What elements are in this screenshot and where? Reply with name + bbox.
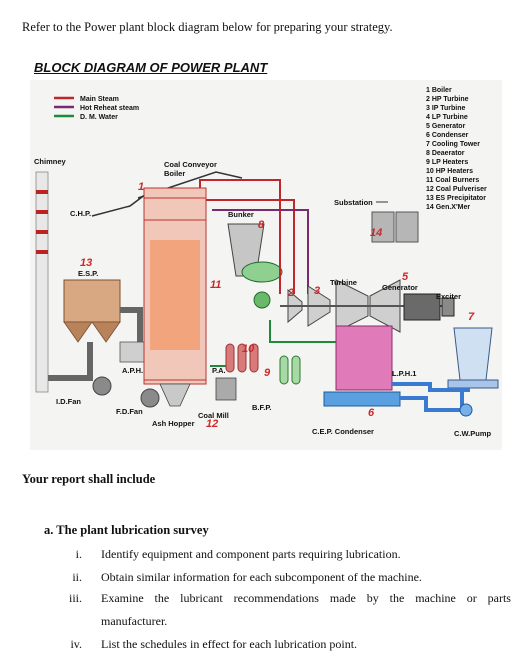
label-turbine: Turbine [330, 278, 357, 287]
legend-hot-reheat: Hot Reheat steam [80, 105, 139, 112]
item-1-number: i. [75, 547, 82, 561]
legend: Main Steam Hot Reheat steam D. M. Water [54, 96, 139, 121]
fd-fan [140, 388, 160, 408]
label-fd-fan: F.D.Fan [116, 407, 143, 416]
item-4-number: iv. [70, 637, 82, 651]
esp [63, 279, 121, 343]
number-6: 6 [368, 407, 375, 419]
condenser [323, 325, 401, 407]
report-heading: Your report shall include [22, 472, 156, 486]
component-4: 4 LP Turbine [426, 114, 468, 121]
label-esp: E.S.P. [78, 269, 98, 278]
label-substation: Substation [334, 198, 373, 207]
ash-hopper [159, 383, 191, 407]
item-3-number: iii. [68, 591, 82, 605]
boiler [143, 187, 207, 385]
label-pa: P.A. [212, 366, 226, 375]
number-13: 13 [80, 257, 92, 269]
item-3-word: Examine [101, 591, 144, 605]
gen-transformer [371, 211, 419, 243]
deaerator [241, 261, 283, 309]
label-exciter: Exciter [436, 292, 461, 301]
component-14: 14 Gen.X'Mer [426, 204, 470, 211]
label-id-fan: I.D.Fan [56, 397, 81, 406]
number-11: 11 [210, 279, 221, 291]
main-steam-pipes [199, 179, 360, 367]
item-3-word: machine [415, 591, 456, 605]
lp-heaters [279, 355, 301, 385]
item-2-text: Obtain similar information for each subc… [101, 570, 422, 584]
number-3: 3 [314, 285, 320, 297]
label-bfp: B.F.P. [252, 403, 271, 412]
component-3: 3 IP Turbine [426, 105, 466, 112]
item-3-word: or [466, 591, 477, 605]
number-10: 10 [242, 343, 255, 355]
number-7: 7 [468, 311, 475, 323]
coal-mill [215, 377, 237, 401]
item-3-word: made [329, 591, 356, 605]
label-generator: Generator [382, 283, 418, 292]
number-9: 9 [264, 367, 271, 379]
label-lph: L.P.H.1 [392, 369, 416, 378]
number-5: 5 [402, 271, 409, 283]
component-8: 8 Deaerator [426, 150, 465, 157]
item-3-word: parts [487, 591, 511, 605]
number-8: 8 [258, 219, 265, 231]
component-9: 9 LP Heaters [426, 159, 468, 166]
item-2-number: ii. [72, 570, 82, 584]
label-chp: C.H.P. [70, 209, 91, 218]
cooling-tower [447, 327, 499, 389]
label-ash-hopper: Ash Hopper [152, 419, 195, 428]
number-14: 14 [370, 227, 382, 239]
turbine [280, 279, 450, 333]
item-3-word: lubricant [180, 591, 223, 605]
legend-main-steam: Main Steam [80, 96, 119, 103]
component-7: 7 Cooling Tower [426, 141, 480, 148]
item-3-text-line2: manufacturer. [101, 614, 168, 628]
label-bunker: Bunker [228, 210, 254, 219]
label-coal-mill: Coal Mill [198, 411, 229, 420]
number-12: 12 [206, 418, 218, 430]
item-4-text: List the schedules in effect for each lu… [101, 637, 358, 651]
intro-text: Refer to the Power plant block diagram b… [22, 20, 393, 34]
item-3-text-line1: Examine the lubricant recommendations ma… [101, 591, 511, 606]
cooling-water-pipes [392, 382, 470, 412]
component-list: 1 Boiler 2 HP Turbine 3 IP Turbine 4 LP … [426, 87, 487, 211]
section-a-heading: a. The plant lubrication survey [44, 523, 209, 537]
number-1: 1 [138, 181, 144, 193]
label-boiler: Boiler [164, 169, 185, 178]
label-chimney: Chimney [34, 157, 67, 166]
cw-pump [459, 403, 473, 417]
component-12: 12 Coal Pulveriser [426, 186, 487, 193]
component-11: 11 Coal Burners [426, 177, 479, 184]
number-2: 2 [287, 287, 294, 299]
item-3-word: the [154, 591, 170, 605]
label-cep-condenser: C.E.P. Condenser [312, 427, 374, 436]
exciter-block [441, 297, 455, 317]
generator-block [403, 293, 441, 321]
legend-dm-water: D. M. Water [80, 114, 118, 121]
label-cw-pump: C.W.Pump [454, 429, 492, 438]
item-1-text: Identify equipment and component parts r… [101, 547, 401, 561]
item-3-word: recommendations [233, 591, 319, 605]
power-plant-diagram: Main Steam Hot Reheat steam D. M. Water … [30, 80, 502, 450]
item-3-word: the [389, 591, 405, 605]
hp-heaters [225, 343, 259, 373]
item-3-word: by [366, 591, 379, 605]
component-1: 1 Boiler [426, 87, 452, 94]
component-5: 5 Generator [426, 123, 466, 130]
component-13: 13 ES Precipitator [426, 195, 486, 202]
label-coal-conveyor: Coal Conveyor [164, 160, 217, 169]
component-2: 2 HP Turbine [426, 96, 469, 103]
component-6: 6 Condenser [426, 132, 469, 139]
id-fan [92, 376, 112, 396]
figure-title: BLOCK DIAGRAM OF POWER PLANT [34, 60, 268, 75]
label-aph: A.P.H. [122, 366, 143, 375]
component-10: 10 HP Heaters [426, 168, 473, 175]
chimney [35, 171, 49, 393]
